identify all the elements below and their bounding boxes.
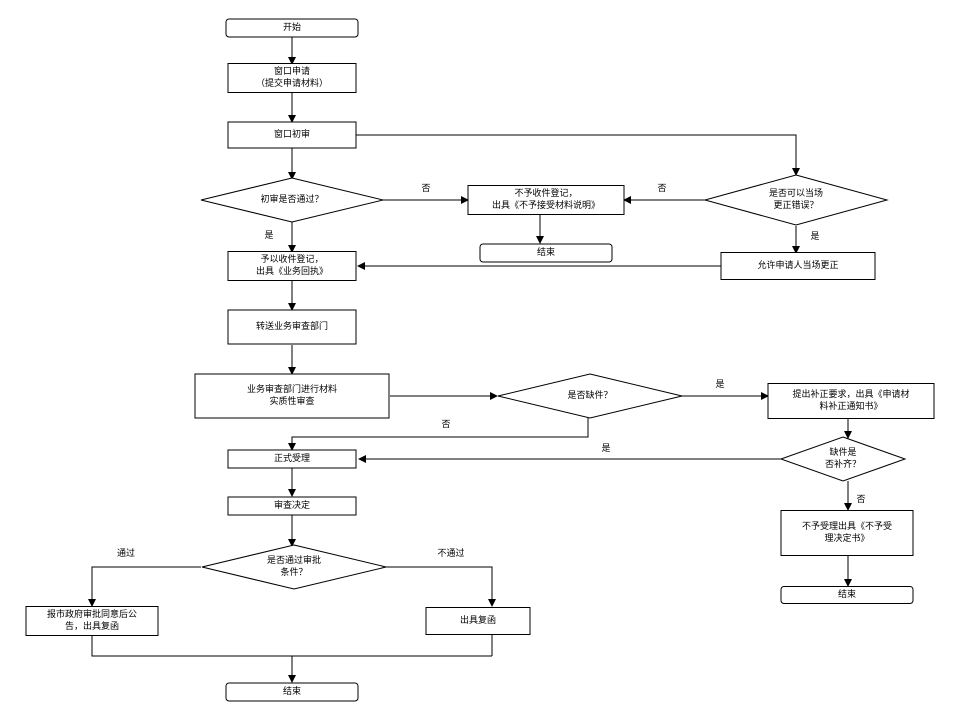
edge-label-fix_yes: 是 (810, 232, 820, 242)
node-end1 (479, 243, 613, 263)
node-start-text: 开始 (282, 23, 302, 33)
node-report (25, 606, 159, 636)
decision-approve_q (201, 544, 387, 590)
node-report-text: 告，出具复函 (64, 622, 120, 632)
node-end2 (780, 586, 914, 604)
node-end1-text: 结束 (536, 248, 556, 258)
decision-complete_q-text: 否补齐？ (824, 460, 862, 470)
node-decide (227, 496, 357, 516)
edge-approve-fail (386, 566, 496, 607)
decision-pass_q (200, 177, 384, 223)
node-review-text: 业务审查部门进行材料 (246, 385, 338, 395)
edge-label-pass_yes: 是 (264, 231, 274, 241)
node-reject_accept (780, 510, 914, 556)
decision-approve_q-text: 条件？ (280, 568, 308, 578)
node-not_accept-text: 不予收件登记， (514, 189, 578, 199)
edge-label-complete_yes: 是 (601, 444, 611, 454)
node-end3-text: 结束 (282, 687, 302, 697)
node-apply (227, 63, 357, 93)
node-supplement-text: 料补正通知书》 (819, 402, 883, 412)
node-review (194, 373, 390, 419)
decision-missing_q (497, 373, 683, 419)
edge-label-fix_no: 否 (657, 184, 667, 194)
node-formal (227, 449, 357, 469)
edge-precheck-fixableq (356, 134, 800, 176)
node-transfer (227, 309, 357, 345)
decision-fixable_q (703, 174, 889, 226)
node-apply-text: 窗口申请 (273, 67, 311, 77)
node-supplement (767, 383, 935, 419)
decision-fixable_q-text: 更正错误？ (773, 201, 819, 211)
decision-fixable_q-text: 是否可以当场 (768, 189, 824, 199)
edge-label-approve_pass: 通过 (116, 549, 136, 559)
node-end2-text: 结束 (837, 590, 857, 600)
edge-label-missing_no: 否 (441, 420, 451, 430)
node-reject_accept-text: 不予受理出具《不予受 (801, 522, 893, 532)
decision-approve_q-text: 是否通过审批 (266, 556, 322, 566)
node-precheck-text: 窗口初审 (273, 130, 311, 140)
node-formal-text: 正式受理 (273, 454, 311, 464)
node-allow_fix-text: 允许申请人当场更正 (757, 261, 839, 271)
node-supplement-text: 提出补正要求，出具《申请材 (792, 390, 910, 400)
edge-report-merge (91, 636, 492, 657)
node-transfer-text: 转送业务审查部门 (255, 322, 329, 332)
edge-label-complete_no: 否 (856, 495, 866, 505)
decision-pass_q-text: 初审是否通过？ (260, 195, 324, 205)
edge-label-pass_no: 否 (421, 184, 431, 194)
node-accept-text: 予以收件登记， (260, 255, 324, 265)
node-review-text: 实质性审查 (269, 397, 315, 407)
node-end3 (225, 682, 359, 702)
node-not_accept (467, 185, 625, 215)
node-not_accept-text: 出具《不予接受材料说明》 (491, 201, 601, 211)
node-reject_accept-text: 理决定书》 (824, 534, 870, 544)
edge-missing-no (288, 418, 589, 451)
edge-label-missing_yes: 是 (715, 380, 725, 390)
node-precheck (227, 121, 357, 149)
decision-complete_q (779, 436, 907, 482)
node-reply-text: 出具复函 (459, 616, 497, 626)
node-decide-text: 审查决定 (273, 501, 311, 511)
edge-approve-pass (88, 566, 201, 607)
node-accept (227, 251, 357, 281)
edge-label-approve_fail: 不通过 (437, 549, 465, 559)
node-reply (425, 607, 531, 635)
decision-complete_q-text: 缺件是 (829, 448, 857, 458)
node-allow_fix (720, 252, 876, 280)
decision-missing_q-text: 是否缺件？ (567, 391, 613, 401)
node-accept-text: 出具《业务回执》 (255, 267, 329, 277)
node-start (225, 18, 359, 38)
node-apply-text: （提交申请材料） (255, 79, 329, 89)
node-report-text: 报市政府审批同意后公 (46, 610, 138, 620)
